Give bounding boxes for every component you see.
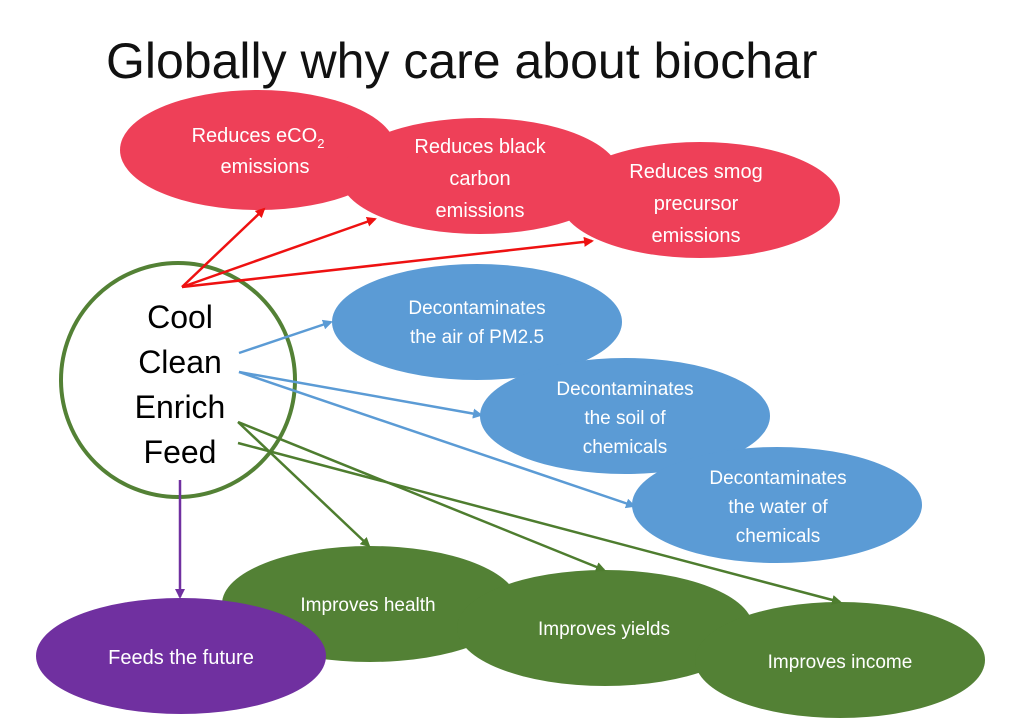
eco2-label-line1: Reduces eCO2 bbox=[192, 125, 325, 151]
arrow-enrich-to-health bbox=[237, 421, 371, 548]
black-carbon-label-line3: emissions bbox=[436, 200, 525, 222]
soil-label-line1: Decontaminates bbox=[556, 379, 693, 400]
air-label-line1: Decontaminates bbox=[408, 298, 545, 319]
node-reduces-black-carbon bbox=[340, 118, 620, 234]
water-label-line2: the water of bbox=[728, 497, 828, 518]
node-decon-soil bbox=[480, 358, 770, 474]
water-label-line3: chemicals bbox=[736, 526, 820, 547]
center-label-enrich: Enrich bbox=[135, 389, 226, 425]
slide-title: Globally why care about biochar bbox=[106, 33, 818, 89]
center-label-cool: Cool bbox=[147, 299, 213, 335]
smog-label-line3: emissions bbox=[652, 225, 741, 247]
arrow-cool-to-smog bbox=[181, 236, 594, 289]
black-carbon-label-line1: Reduces black bbox=[414, 136, 546, 158]
air-label-line2: the air of PM2.5 bbox=[410, 327, 544, 348]
arrow-clean-to-water bbox=[238, 370, 636, 509]
yields-label: Improves yields bbox=[538, 619, 670, 640]
arrow-cool-to-black-carbon bbox=[181, 216, 377, 289]
health-label: Improves health bbox=[300, 595, 435, 616]
node-decon-water bbox=[632, 447, 922, 563]
smog-label-line2: precursor bbox=[654, 193, 739, 215]
smog-label-line1: Reduces smog bbox=[629, 161, 762, 183]
arrow-feed-to-income bbox=[237, 441, 842, 605]
income-label: Improves income bbox=[768, 652, 913, 673]
node-improves-income bbox=[695, 602, 985, 718]
node-reduces-smog bbox=[560, 142, 840, 258]
node-decon-air bbox=[332, 264, 622, 380]
soil-label-line2: the soil of bbox=[584, 408, 666, 429]
node-reduces-eco2 bbox=[120, 90, 396, 210]
center-circle bbox=[59, 261, 297, 499]
center-label-clean: Clean bbox=[138, 344, 222, 380]
arrow-enrich-to-yields bbox=[237, 420, 606, 572]
eco2-label-line2: emissions bbox=[221, 156, 310, 178]
black-carbon-label-line2: carbon bbox=[449, 168, 510, 190]
node-feeds-future bbox=[36, 598, 326, 714]
arrow-clean-to-air bbox=[238, 319, 333, 355]
center-label-feed: Feed bbox=[144, 434, 217, 470]
soil-label-line3: chemicals bbox=[583, 437, 667, 458]
node-improves-yields bbox=[457, 570, 753, 686]
arrow-clean-to-soil bbox=[238, 370, 483, 419]
feeds-future-label: Feeds the future bbox=[108, 647, 254, 669]
arrow-cool-to-eco2 bbox=[181, 207, 266, 288]
water-label-line1: Decontaminates bbox=[709, 468, 846, 489]
